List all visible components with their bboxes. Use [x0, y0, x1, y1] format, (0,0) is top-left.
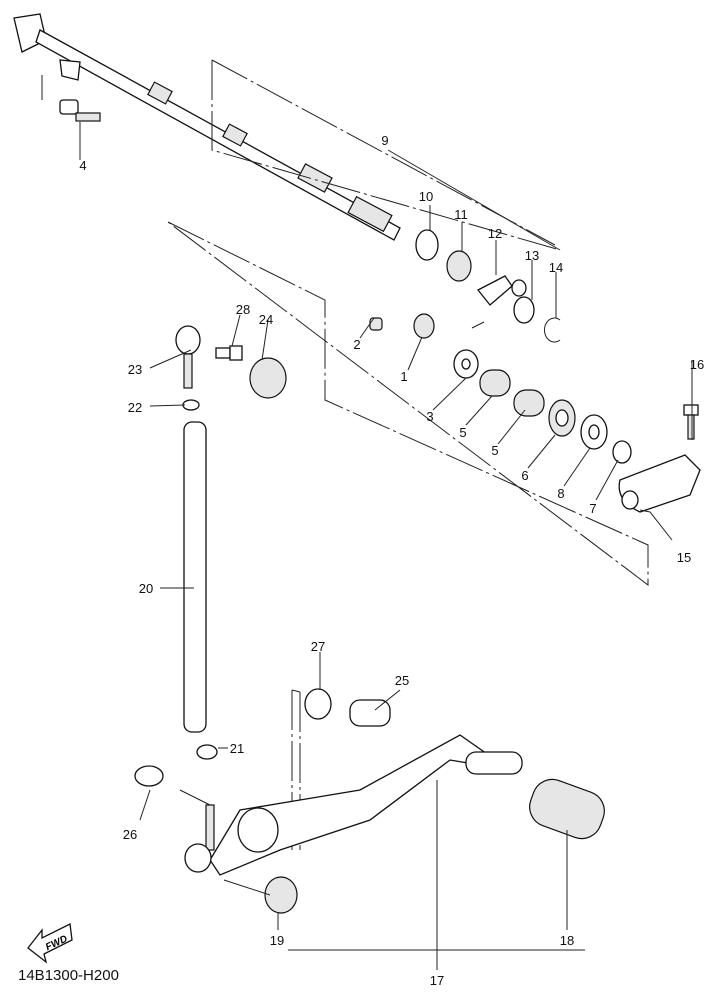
fwd-arrow-icon: FWD [27, 923, 73, 964]
leaders-9-14 [387, 149, 561, 318]
label-3: 3 [426, 409, 433, 424]
shaft-components [369, 229, 701, 513]
label-10: 10 [419, 189, 433, 204]
label-6: 6 [521, 468, 528, 483]
label-20: 20 [139, 581, 153, 596]
leader-lines [41, 75, 693, 970]
label-23: 23 [128, 362, 142, 377]
label-27: 27 [311, 639, 325, 654]
label-24: 24 [259, 312, 273, 327]
label-26: 26 [123, 827, 137, 842]
label-19: 19 [270, 933, 284, 948]
shift-pedal [184, 688, 605, 914]
label-11: 11 [454, 207, 468, 222]
label-25: 25 [395, 673, 409, 688]
label-9: 9 [381, 133, 388, 148]
label-5a: 5 [459, 425, 466, 440]
label-8: 8 [557, 486, 564, 501]
label-21: 21 [230, 741, 244, 756]
label-5b: 5 [491, 443, 498, 458]
label-22: 22 [128, 400, 142, 415]
label-16: 16 [690, 357, 704, 372]
frame-rod [167, 221, 649, 587]
label-7: 7 [589, 501, 596, 516]
part-labels: 9 10 11 12 13 14 2 1 3 5 5 6 8 7 16 15 4… [79, 133, 704, 988]
label-4: 4 [79, 158, 86, 173]
bolt-4 [59, 99, 101, 122]
label-14: 14 [549, 260, 563, 275]
label-17: 17 [430, 973, 444, 988]
label-1: 1 [400, 369, 407, 384]
shift-shaft [13, 13, 401, 241]
label-15: 15 [677, 550, 691, 565]
label-18: 18 [560, 933, 574, 948]
label-13: 13 [525, 248, 539, 263]
label-12: 12 [488, 226, 502, 241]
label-28: 28 [236, 302, 250, 317]
diagram-code: 14B1300-H200 [18, 967, 119, 984]
label-2: 2 [353, 337, 360, 352]
shift-rod [134, 325, 287, 851]
